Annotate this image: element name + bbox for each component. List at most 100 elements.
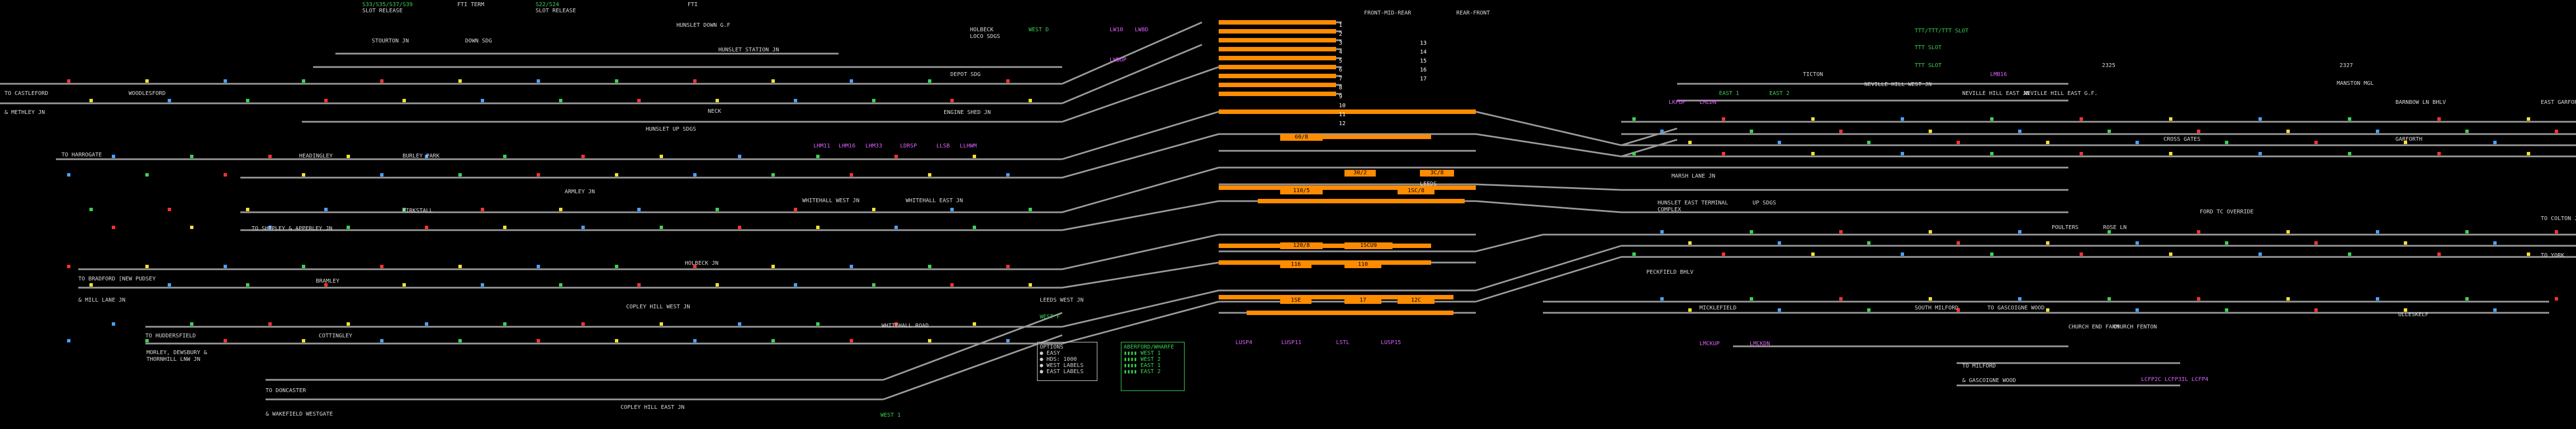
option-easy[interactable]: ● EASY (1040, 350, 1060, 356)
control-llsb[interactable]: LLSB (936, 143, 950, 149)
signal-icon[interactable] (928, 173, 931, 177)
signal-icon[interactable] (2376, 297, 2379, 301)
signal-icon[interactable] (894, 155, 898, 158)
signal-icon[interactable] (302, 265, 305, 268)
signal-icon[interactable] (537, 265, 540, 268)
signal-icon[interactable] (503, 226, 506, 229)
signal-icon[interactable] (581, 322, 585, 326)
signal-icon[interactable] (246, 208, 249, 211)
signal-icon[interactable] (224, 265, 227, 268)
signal-icon[interactable] (794, 208, 797, 211)
control-lusp15[interactable]: LUSP15 (1381, 340, 1401, 346)
control-lcfp2c[interactable]: LCFP2C LCFP3IL LCFP4 (2141, 376, 2209, 383)
signal-icon[interactable] (2169, 252, 2172, 256)
signal-icon[interactable] (894, 226, 898, 229)
signal-icon[interactable] (2080, 117, 2083, 121)
signal-icon[interactable] (1839, 130, 1843, 133)
signal-icon[interactable] (771, 79, 775, 83)
signal-icon[interactable] (1867, 241, 1871, 245)
signal-icon[interactable] (2493, 308, 2497, 312)
signal-icon[interactable] (145, 173, 149, 177)
signal-icon[interactable] (1929, 230, 1932, 233)
signal-icon[interactable] (660, 226, 663, 229)
signal-icon[interactable] (2348, 152, 2351, 155)
signal-icon[interactable] (1029, 283, 1032, 287)
signal-icon[interactable] (89, 283, 93, 287)
control-llhwm[interactable]: LLHWM (960, 143, 977, 149)
signal-icon[interactable] (224, 79, 227, 83)
signal-icon[interactable] (537, 339, 540, 342)
signal-icon[interactable] (2527, 117, 2530, 121)
control-lstl[interactable]: LSTL (1336, 340, 1350, 346)
signal-icon[interactable] (145, 79, 149, 83)
signal-icon[interactable] (559, 283, 562, 287)
signal-icon[interactable] (268, 155, 272, 158)
aspect-east-1[interactable]: ▮▮▮▮ EAST 1 (1124, 363, 1161, 369)
signal-icon[interactable] (816, 226, 820, 229)
berth-b8[interactable]: 116 (1280, 261, 1311, 268)
signal-icon[interactable] (716, 208, 719, 211)
signal-icon[interactable] (2080, 252, 2083, 256)
signal-icon[interactable] (347, 322, 350, 326)
signal-icon[interactable] (2046, 308, 2049, 312)
signal-icon[interactable] (2225, 141, 2228, 144)
signal-icon[interactable] (716, 283, 719, 287)
signal-icon[interactable] (771, 173, 775, 177)
signal-icon[interactable] (145, 339, 149, 342)
control-lw8d[interactable]: LW8D (1135, 27, 1149, 33)
signal-icon[interactable] (973, 226, 976, 229)
signal-icon[interactable] (2135, 141, 2139, 144)
berth-b6[interactable]: 120/8 (1280, 242, 1323, 249)
signal-icon[interactable] (738, 322, 741, 326)
signal-icon[interactable] (1867, 308, 1871, 312)
signal-icon[interactable] (693, 79, 697, 83)
signal-icon[interactable] (615, 173, 618, 177)
signal-icon[interactable] (2286, 230, 2290, 233)
signal-icon[interactable] (2135, 308, 2139, 312)
berth-b9[interactable]: 110 (1344, 261, 1381, 268)
signal-icon[interactable] (2169, 152, 2172, 155)
signal-icon[interactable] (2197, 297, 2200, 301)
signal-icon[interactable] (2169, 117, 2172, 121)
signal-icon[interactable] (246, 99, 249, 102)
signal-icon[interactable] (2135, 241, 2139, 245)
signal-icon[interactable] (928, 339, 931, 342)
berth-b7[interactable]: 1SCU9 (1344, 242, 1393, 249)
control-lhm11[interactable]: LHM11 (813, 143, 831, 149)
signal-icon[interactable] (347, 226, 350, 229)
signal-icon[interactable] (2197, 230, 2200, 233)
signal-icon[interactable] (660, 155, 663, 158)
signal-icon[interactable] (794, 99, 797, 102)
signal-icon[interactable] (1957, 141, 1960, 144)
berth-b12[interactable]: 12C (1398, 297, 1434, 304)
signal-icon[interactable] (693, 339, 697, 342)
signal-icon[interactable] (67, 339, 70, 342)
signal-icon[interactable] (425, 226, 428, 229)
signal-icon[interactable] (2018, 297, 2021, 301)
signal-icon[interactable] (973, 155, 976, 158)
signal-icon[interactable] (693, 173, 697, 177)
signal-icon[interactable] (190, 226, 193, 229)
signal-icon[interactable] (816, 155, 820, 158)
signal-icon[interactable] (615, 79, 618, 83)
signal-icon[interactable] (850, 173, 853, 177)
signal-icon[interactable] (2555, 130, 2558, 133)
signal-icon[interactable] (1867, 141, 1871, 144)
signal-icon[interactable] (458, 265, 462, 268)
aspect-west-2[interactable]: ▮▮▮▮ WEST 2 (1124, 356, 1161, 363)
signal-icon[interactable] (1901, 117, 1904, 121)
control-lmb16[interactable]: LMB16 (1990, 72, 2007, 78)
signal-icon[interactable] (2555, 230, 2558, 233)
signal-icon[interactable] (2527, 252, 2530, 256)
signal-icon[interactable] (2225, 241, 2228, 245)
control-lusp4[interactable]: LUSP4 (1235, 340, 1253, 346)
signal-icon[interactable] (425, 155, 428, 158)
signal-icon[interactable] (850, 339, 853, 342)
control-lmckup[interactable]: LMCKUP (1699, 341, 1720, 347)
signal-icon[interactable] (850, 265, 853, 268)
signal-icon[interactable] (894, 322, 898, 326)
signal-icon[interactable] (771, 265, 775, 268)
signal-icon[interactable] (581, 226, 585, 229)
signal-icon[interactable] (168, 208, 171, 211)
signal-icon[interactable] (1901, 252, 1904, 256)
